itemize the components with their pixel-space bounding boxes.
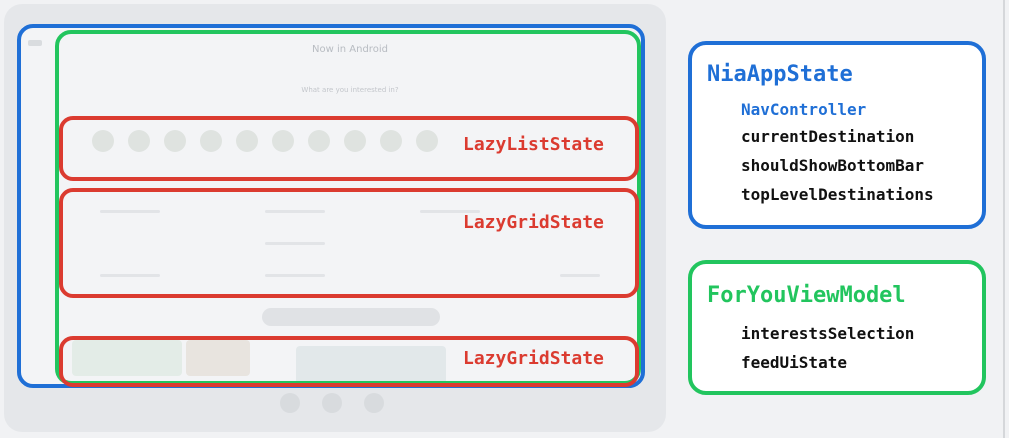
topic-icon (92, 130, 114, 152)
topic-icon (200, 130, 222, 152)
app-subtitle: What are you interested in? (301, 86, 399, 94)
topic-icon (380, 130, 402, 152)
done-button[interactable] (262, 308, 440, 326)
feed-ui-state-item: feedUiState (741, 353, 847, 372)
lazy-list-state-box (59, 116, 639, 181)
slide-edge (1003, 0, 1005, 438)
app-screen (20, 26, 642, 386)
current-destination-item: currentDestination (741, 127, 915, 146)
topic-icon (272, 130, 294, 152)
feed-card (72, 340, 182, 376)
topic-icon (416, 130, 438, 152)
for-you-view-model-panel (688, 260, 986, 395)
topic-icon (128, 130, 150, 152)
top-level-destinations-item: topLevelDestinations (741, 185, 934, 204)
nav-home-icon[interactable] (280, 393, 300, 413)
grid-row-line (265, 242, 325, 245)
lazy-grid-state-box-top (59, 188, 639, 298)
grid-row-line (560, 274, 600, 277)
lazy-grid-state-label-bottom: LazyGridState (463, 348, 604, 369)
lazy-grid-state-box-bottom (59, 336, 639, 387)
menu-icon (28, 40, 42, 46)
for-you-view-model-title: ForYouViewModel (707, 283, 906, 308)
grid-row-line (265, 210, 325, 213)
lazy-list-state-label: LazyListState (463, 134, 604, 155)
nav-saved-icon[interactable] (322, 393, 342, 413)
topic-icon (164, 130, 186, 152)
app-title: Now in Android (312, 44, 388, 55)
nia-app-state-title: NiaAppState (707, 62, 853, 87)
lazy-grid-state-label-top: LazyGridState (463, 212, 604, 233)
feed-image (296, 346, 446, 386)
nia-app-state-panel (688, 41, 986, 229)
topic-icon (308, 130, 330, 152)
interests-selection-item: interestsSelection (741, 324, 915, 343)
topic-icon (236, 130, 258, 152)
grid-row-line (265, 274, 325, 277)
nav-interests-icon[interactable] (364, 393, 384, 413)
grid-row-line (100, 274, 160, 277)
nav-controller-item: NavController (741, 100, 867, 119)
should-show-bottom-bar-item: shouldShowBottomBar (741, 156, 925, 175)
feed-image (186, 340, 250, 376)
topic-icon (344, 130, 366, 152)
grid-row-line (100, 210, 160, 213)
grid-row-line (420, 210, 480, 213)
